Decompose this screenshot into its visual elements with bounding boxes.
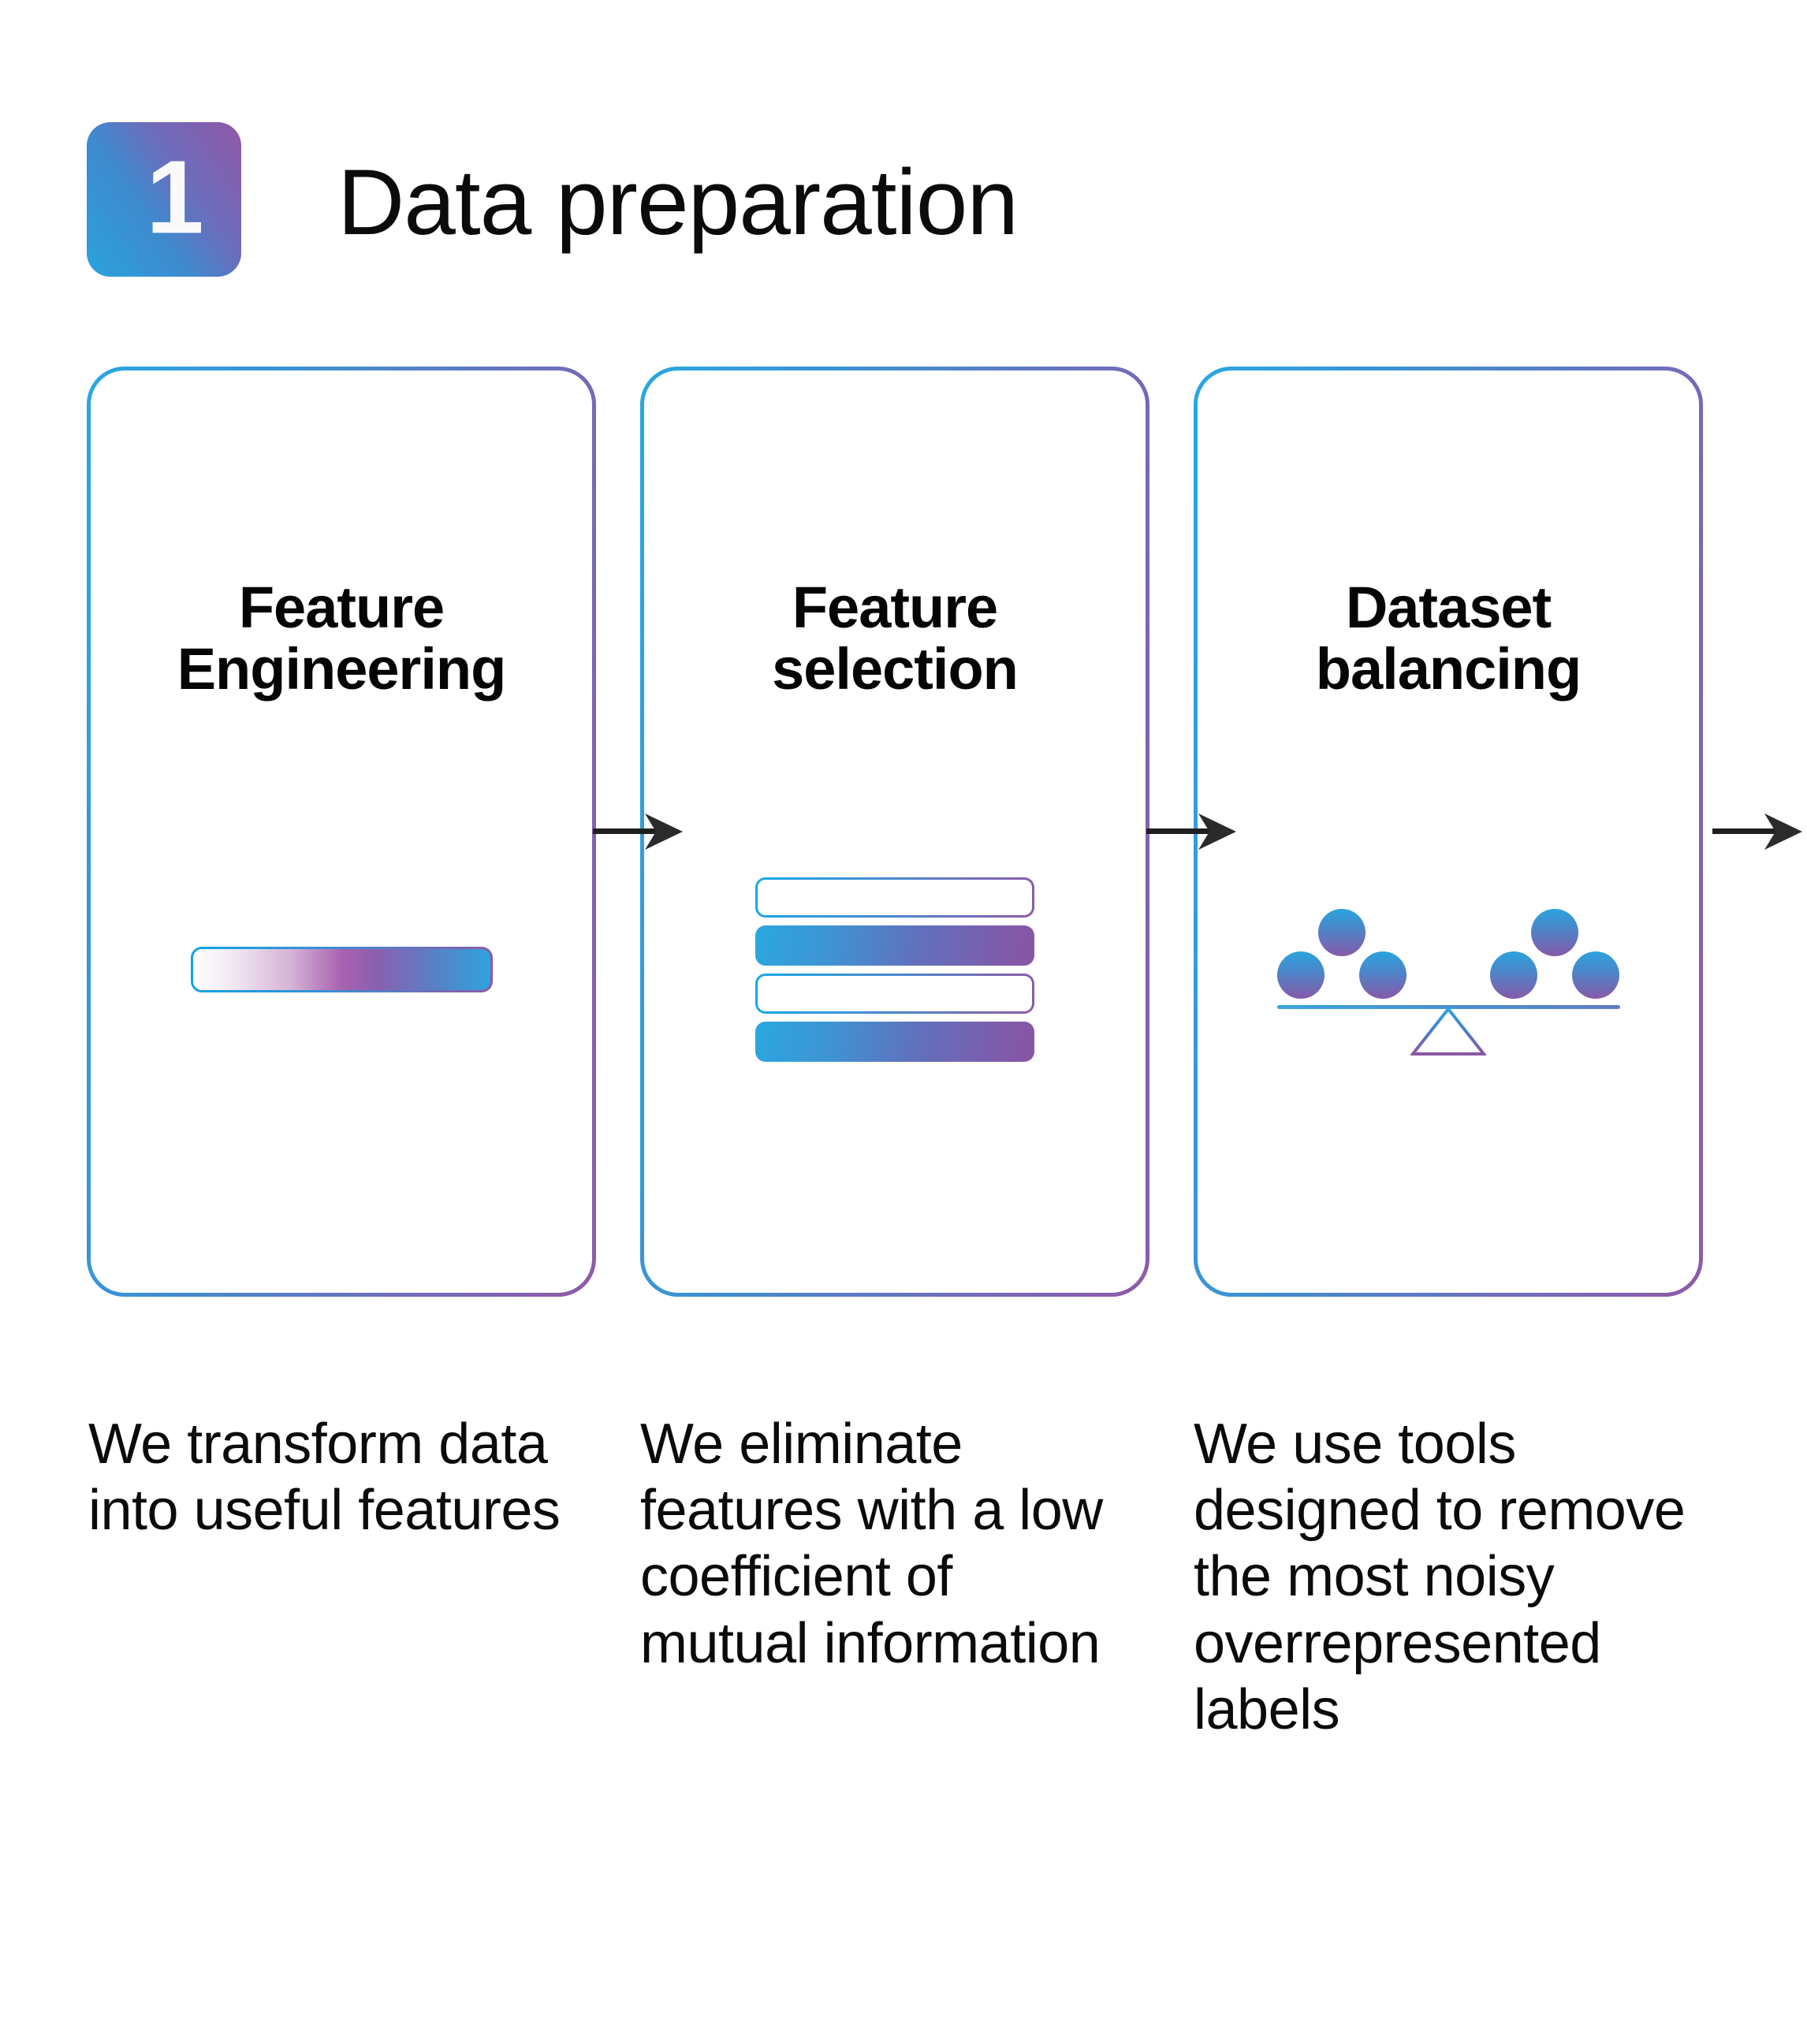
ball-group-left (1276, 909, 1407, 1000)
balance-scale-icon (1276, 887, 1620, 1056)
ball-icon (1489, 951, 1537, 999)
card-caption-feature-engineering: We transform data into useful features (88, 1413, 561, 1543)
card-dataset-balancing[interactable]: Dataset balancing (1194, 367, 1703, 1297)
flow-arrow-icon-1 (593, 814, 683, 850)
step-number-badge: 1 (87, 122, 241, 277)
card-visual-dataset-balancing (1198, 843, 1699, 1096)
card-caption-feature-selection: We eliminate features with a low coeffic… (640, 1413, 1103, 1675)
card-title-line-1: Feature (792, 575, 998, 640)
card-feature-engineering[interactable]: Feature Engineering (87, 367, 596, 1297)
ball-icon (1571, 951, 1619, 999)
page-header: 1 Data preparation (87, 122, 1019, 277)
selection-bars-icon (755, 877, 1034, 1062)
card-title-dataset-balancing: Dataset balancing (1198, 575, 1699, 702)
selection-bar-filled-1 (755, 925, 1034, 966)
scale-fulcrum-triangle-icon (1410, 1007, 1486, 1056)
step-number-label: 1 (146, 139, 203, 255)
card-title-feature-engineering: Feature Engineering (91, 575, 592, 702)
card-title-line-1: Dataset (1345, 575, 1552, 640)
card-title-line-1: Feature (238, 575, 445, 640)
ball-group-right (1489, 909, 1620, 1000)
card-title-line-2: balancing (1315, 636, 1582, 702)
page-title: Data preparation (337, 151, 1019, 255)
card-title-feature-selection: Feature selection (644, 575, 1146, 702)
gradient-bar-icon (191, 947, 493, 992)
card-title-line-2: selection (772, 636, 1019, 702)
flow-arrow-icon-2 (1146, 814, 1236, 850)
ball-icon (1317, 909, 1365, 956)
card-caption-dataset-balancing: We use tools designed to remove the most… (1194, 1413, 1686, 1741)
selection-bar-filled-2 (755, 1022, 1034, 1062)
flow-arrow-icon-3 (1712, 814, 1802, 850)
ball-icon (1358, 951, 1406, 999)
card-visual-feature-engineering (91, 843, 592, 1096)
card-visual-feature-selection (644, 843, 1146, 1096)
card-feature-selection[interactable]: Feature selection (640, 367, 1149, 1297)
ball-icon (1276, 951, 1325, 999)
card-title-line-2: Engineering (177, 636, 507, 702)
selection-bar-empty-1 (755, 877, 1034, 918)
ball-icon (1530, 909, 1578, 956)
selection-bar-empty-2 (755, 974, 1034, 1014)
